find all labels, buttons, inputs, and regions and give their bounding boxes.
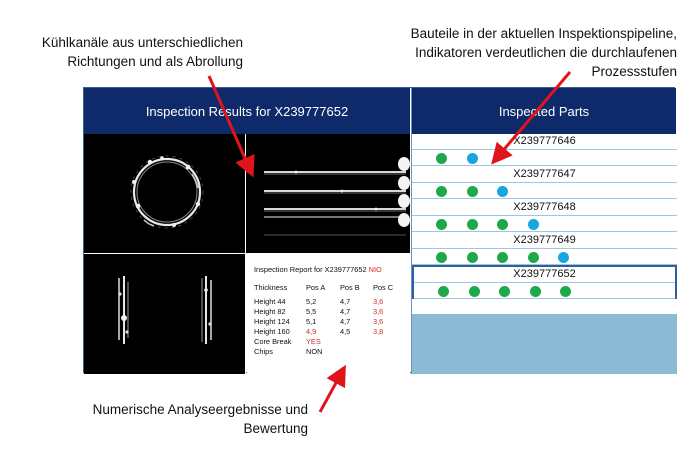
current-stage-dot-icon: [466, 153, 478, 164]
completed-stage-dot-icon: [497, 252, 508, 263]
ct-image-side-view[interactable]: [84, 254, 246, 374]
current-stage-dot-icon: [527, 219, 539, 230]
completed-stage-dot-icon: [497, 219, 508, 230]
table-row: Height 124 5,1 4,7 3,6: [251, 317, 400, 327]
completed-stage-dot-icon: [466, 186, 478, 197]
stage-indicators: [414, 282, 675, 299]
table-row: Height 82 5,5 4,7 3,6: [251, 307, 400, 317]
cooling-ring-image: [130, 155, 204, 229]
annotation-line: Richtungen und als Abrollung: [67, 54, 243, 69]
inspected-parts-title: Inspected Parts: [498, 103, 590, 119]
pos-c-value: 3,6: [373, 317, 384, 326]
inspection-results-header: Inspection Results for X239777652: [84, 88, 410, 134]
column-header: Pos A: [306, 283, 326, 292]
pos-a-value: 4,9: [306, 327, 317, 336]
annotation-line: Prozessstufen: [591, 64, 677, 79]
table-row: Chips NON: [251, 347, 400, 357]
red-arrow-icon: [491, 71, 572, 165]
report-title-text: Inspection Report for X239777652: [254, 265, 367, 274]
row-label: Height 124: [254, 317, 290, 326]
stage-indicators: [412, 182, 677, 199]
current-stage-dot-icon: [497, 186, 508, 197]
stage-indicators: [412, 248, 677, 265]
completed-stage-dot-icon: [529, 286, 541, 297]
part-row[interactable]: X239777652: [412, 265, 677, 299]
table-header-row: Thickness Pos A Pos B Pos C: [251, 283, 400, 297]
completed-stage-dot-icon: [499, 286, 510, 297]
cooling-channel-unrolled-image: [264, 157, 410, 236]
table-row: Height 160 4,9 4,5 3,8: [251, 327, 400, 337]
completed-stage-dot-icon: [436, 219, 447, 230]
completed-stage-dot-icon: [466, 252, 478, 263]
part-row[interactable]: X239777649: [412, 233, 677, 265]
part-row[interactable]: X239777648: [412, 200, 677, 232]
pos-a-value: 5,2: [306, 297, 317, 306]
red-arrow-icon: [207, 75, 255, 178]
pos-c-value: 3,6: [373, 307, 384, 316]
thickness-table: Thickness Pos A Pos B Pos C Height 44 5,…: [251, 283, 400, 357]
pos-b-value: 4,7: [340, 317, 351, 326]
part-id: X239777652: [513, 268, 576, 280]
core-break-label: Core Break: [254, 337, 292, 346]
row-label: Height 82: [254, 307, 286, 316]
column-header: Thickness: [254, 283, 288, 292]
inspection-report: Inspection Report for X239777652 NIO Thi…: [247, 255, 410, 374]
annotation-line: Numerische Analyseergebnisse und: [92, 402, 308, 417]
stage-indicators: [412, 215, 677, 232]
current-stage-dot-icon: [558, 252, 569, 263]
part-id: X239777649: [513, 234, 576, 246]
ct-image-unrolled-view[interactable]: [246, 134, 410, 254]
pos-b-value: 4,7: [340, 307, 351, 316]
inspected-parts-header: Inspected Parts: [411, 88, 676, 134]
pos-c-value: 3,8: [373, 327, 384, 336]
pos-b-value: 4,7: [340, 297, 351, 306]
pos-a-value: 5,1: [306, 317, 317, 326]
table-row: Core Break YES: [251, 337, 400, 347]
annotation-line: Indikatoren verdeutlichen die durchlaufe…: [415, 45, 677, 60]
part-row[interactable]: X239777647: [412, 167, 677, 199]
column-header: Pos B: [340, 283, 360, 292]
chips-value: NON: [306, 347, 323, 356]
parts-list-empty-area: [412, 314, 677, 374]
red-arrow-icon: [318, 364, 346, 413]
stage-indicators: [412, 149, 677, 166]
part-id: X239777648: [513, 201, 576, 213]
report-title: Inspection Report for X239777652 NIO: [254, 265, 382, 274]
core-break-value: YES: [306, 337, 321, 346]
annotation-line: Bewertung: [243, 421, 308, 436]
completed-stage-dot-icon: [436, 186, 447, 197]
completed-stage-dot-icon: [436, 153, 447, 164]
table-row: Height 44 5,2 4,7 3,6: [251, 297, 400, 307]
annotation-cooling-channels: Kühlkanäle aus unterschiedlichen Richtun…: [8, 33, 243, 71]
inspection-results-title: Inspection Results for X239777652: [145, 103, 349, 119]
annotation-pipeline: Bauteile in der aktuellen Inspektionspip…: [352, 24, 677, 81]
annotation-line: Kühlkanäle aus unterschiedlichen: [41, 35, 243, 50]
report-verdict: NIO: [368, 265, 382, 274]
annotation-numeric: Numerische Analyseergebnisse und Bewertu…: [58, 400, 308, 438]
row-label: Height 44: [254, 297, 286, 306]
cooling-channel-side-image: [118, 276, 212, 344]
completed-stage-dot-icon: [560, 286, 571, 297]
part-id: X239777646: [513, 135, 576, 147]
completed-stage-dot-icon: [438, 286, 449, 297]
completed-stage-dot-icon: [436, 252, 447, 263]
chips-label: Chips: [254, 347, 273, 356]
completed-stage-dot-icon: [466, 219, 478, 230]
pos-c-value: 3,6: [373, 297, 384, 306]
inspection-dashboard: Inspection Results for X239777652 Inspec…: [83, 87, 677, 374]
completed-stage-dot-icon: [468, 286, 480, 297]
part-id: X239777647: [513, 168, 576, 180]
part-row[interactable]: X239777646: [412, 134, 677, 166]
completed-stage-dot-icon: [527, 252, 539, 263]
pos-a-value: 5,5: [306, 307, 317, 316]
pos-b-value: 4,5: [340, 327, 351, 336]
row-label: Height 160: [254, 327, 290, 336]
ct-image-top-view[interactable]: [84, 134, 246, 254]
column-header: Pos C: [373, 283, 394, 292]
annotation-line: Bauteile in der aktuellen Inspektionspip…: [410, 26, 677, 41]
